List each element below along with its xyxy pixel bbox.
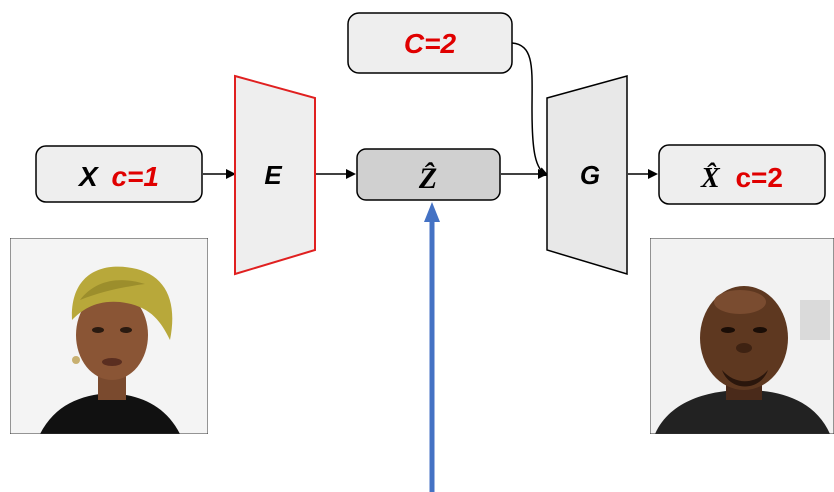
latent-box: Ẑ [356, 148, 501, 201]
encoder-label: E [264, 160, 282, 190]
svg-text:X̂ c=2: X̂ c=2 [700, 162, 783, 194]
output-symbol: X̂ [700, 162, 721, 194]
output-condition: c=2 [735, 162, 783, 193]
latent-label: Ẑ [418, 162, 437, 195]
output-face-image [650, 238, 834, 434]
input-box: X c=1 [35, 145, 203, 203]
generator-label: G [580, 160, 600, 190]
arrow-condition-to-generator [511, 42, 549, 177]
generator-block: G [546, 75, 628, 276]
condition-box: C=2 [347, 12, 513, 74]
output-box: X̂ c=2 [658, 144, 826, 205]
svg-text:X c=1: X c=1 [77, 161, 159, 192]
input-face-image [10, 238, 208, 434]
encoder-block: E [234, 74, 316, 276]
condition-label: C=2 [404, 28, 457, 59]
input-condition: c=1 [111, 161, 159, 192]
input-symbol: X [77, 161, 100, 192]
